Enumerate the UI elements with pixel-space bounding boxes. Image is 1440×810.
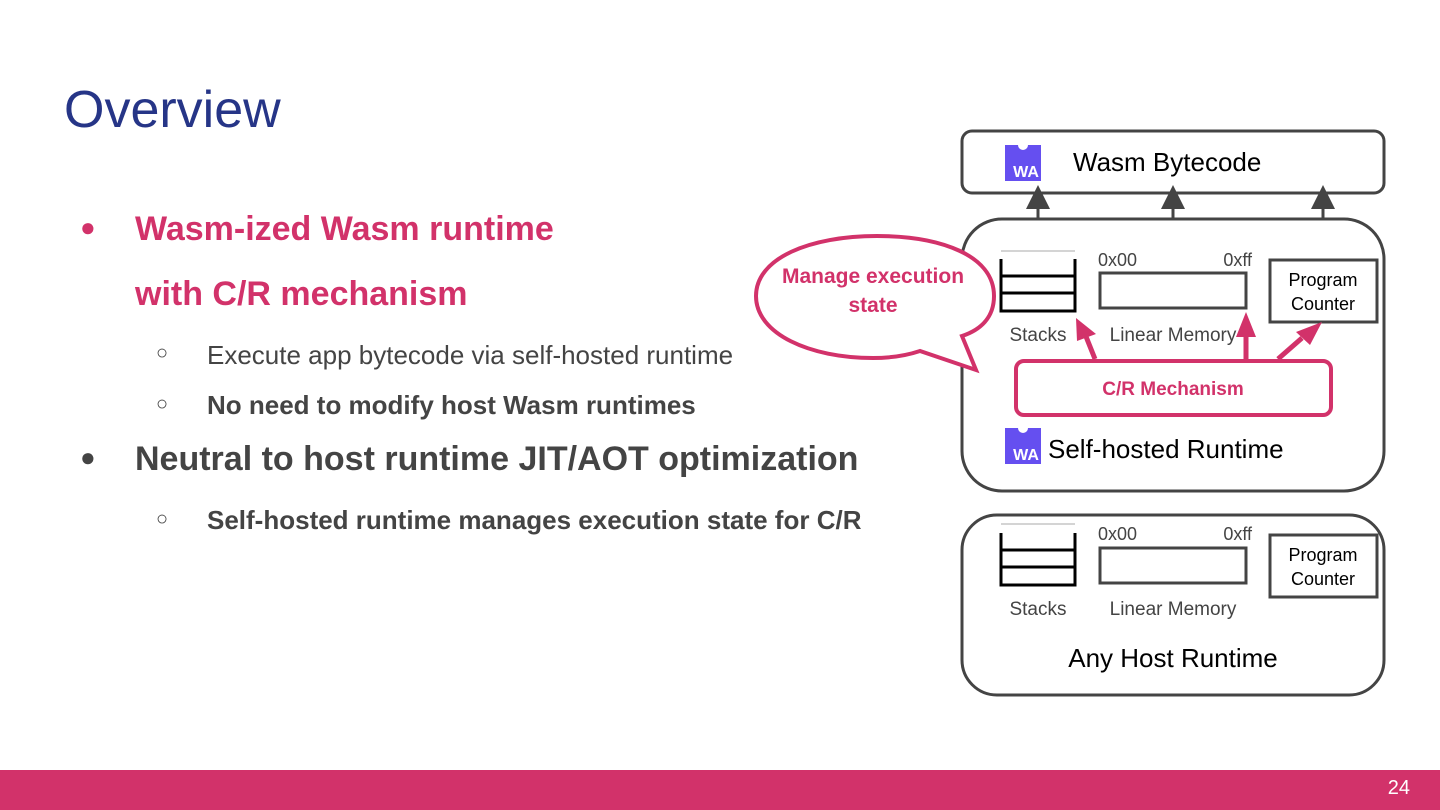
bullet-1-sub-1: Execute app bytecode via self-hosted run… — [207, 340, 734, 370]
sub-bullet-marker: ○ — [156, 342, 169, 364]
cr-arrows — [1076, 312, 1322, 361]
callout-line-2: state — [848, 294, 897, 317]
stacks-label: Stacks — [1009, 325, 1066, 346]
bullet-2-sub-1: Self-hosted runtime manages execution st… — [207, 505, 862, 535]
host-addr-start: 0x00 — [1098, 524, 1137, 544]
stacks-icon — [999, 523, 1077, 587]
bullet-marker: ● — [80, 212, 96, 242]
footer-bar — [0, 770, 1440, 810]
wa-logo-icon: WA — [1005, 423, 1041, 464]
cr-mechanism-box — [1014, 359, 1333, 417]
wasm-bytecode-label: Wasm Bytecode — [1073, 147, 1261, 177]
addr-end: 0xff — [1223, 250, 1253, 270]
self-hosted-runtime-label: Self-hosted Runtime — [1048, 434, 1284, 464]
architecture-diagram: WA Wasm Bytecode Stacks 0x00 0xff Linear… — [753, 129, 1386, 697]
host-program-counter-box — [1268, 533, 1379, 599]
host-runtime-label: Any Host Runtime — [1068, 643, 1278, 673]
bullet-1-line-1: Wasm-ized Wasm runtime — [135, 210, 554, 248]
svg-text:WA: WA — [1013, 164, 1039, 181]
addr-start: 0x00 — [1098, 250, 1137, 270]
sub-bullet-marker: ○ — [156, 508, 169, 530]
stacks-icon — [999, 250, 1077, 313]
bullet-marker: ● — [80, 442, 96, 472]
program-counter-line-1: Program — [1288, 270, 1357, 290]
sub-bullet-marker: ○ — [156, 393, 169, 415]
host-program-counter-line-1: Program — [1288, 545, 1357, 565]
bullet-1-sub-2: No need to modify host Wasm runtimes — [207, 390, 696, 420]
program-counter-line-2: Counter — [1291, 294, 1355, 314]
program-counter-box — [1268, 258, 1379, 324]
bullet-2: Neutral to host runtime JIT/AOT optimiza… — [135, 440, 859, 478]
bullet-1-line-2: with C/R mechanism — [135, 275, 468, 313]
callout-line-1: Manage execution — [782, 265, 964, 288]
wa-logo-icon: WA — [1005, 140, 1041, 181]
linear-memory-label: Linear Memory — [1110, 325, 1237, 346]
host-linear-memory-label: Linear Memory — [1110, 599, 1237, 620]
host-program-counter-line-2: Counter — [1291, 569, 1355, 589]
host-stacks-label: Stacks — [1009, 599, 1066, 620]
host-addr-end: 0xff — [1223, 524, 1253, 544]
linear-memory-box — [1098, 271, 1248, 310]
svg-text:WA: WA — [1013, 447, 1039, 464]
cr-mechanism-label: C/R Mechanism — [1102, 379, 1243, 400]
slide-title: Overview — [64, 81, 281, 139]
callout-bubble — [753, 233, 997, 374]
host-linear-memory-box — [1098, 546, 1248, 585]
page-number: 24 — [1387, 777, 1410, 799]
